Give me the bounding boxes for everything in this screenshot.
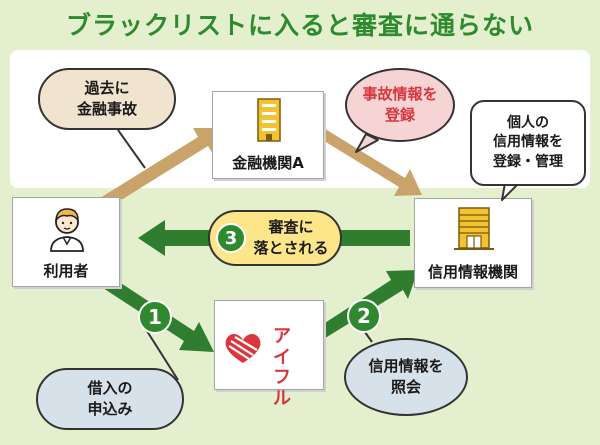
step-badge-3: 3 [216, 223, 246, 253]
register-accident-bubble: 事故情報を 登録 [345, 68, 455, 142]
inquiry-bubble: 信用情報を 照会 [344, 338, 468, 416]
rejected-text: 審査に 落とされる [253, 218, 329, 257]
accident-text: 過去に 金融事故 [76, 79, 137, 118]
tan-arrow-bank-to-bureau [316, 127, 422, 196]
user-label: 利用者 [43, 262, 89, 280]
accident-connector [117, 129, 146, 169]
step-badge-2: 2 [347, 299, 381, 333]
inquiry-text: 信用情報を 照会 [368, 357, 444, 396]
personal-info-bubble: 個人の 信用情報を 登録・管理 [470, 100, 586, 186]
register-accident-text: 事故情報を 登録 [362, 85, 438, 124]
credit-bureau-node: 信用情報機関 [414, 198, 532, 288]
office-building-icon [454, 207, 494, 250]
lender-node: アイフル [214, 300, 324, 409]
user-node: 利用者 [12, 197, 120, 287]
page-title: ブラックリストに入ると審査に通らない [65, 11, 534, 40]
heart-logo-icon [225, 334, 261, 363]
application-bubble: 借入の 申込み [36, 368, 184, 430]
personal-info-text: 個人の 信用情報を 登録・管理 [493, 114, 563, 170]
credit-bureau-label: 信用情報機関 [427, 263, 518, 281]
person-icon [50, 208, 84, 252]
tan-arrow-user-to-bank [100, 128, 222, 207]
application-text: 借入の 申込み [87, 379, 133, 418]
bank-label: 金融機関A [232, 154, 304, 172]
building-icon [257, 98, 281, 142]
accident-bubble: 過去に 金融事故 [38, 68, 176, 130]
step-badge-1: 1 [138, 300, 172, 334]
lender-logo-text: アイフル [273, 326, 297, 410]
bank-node: 金融機関A [212, 91, 324, 179]
